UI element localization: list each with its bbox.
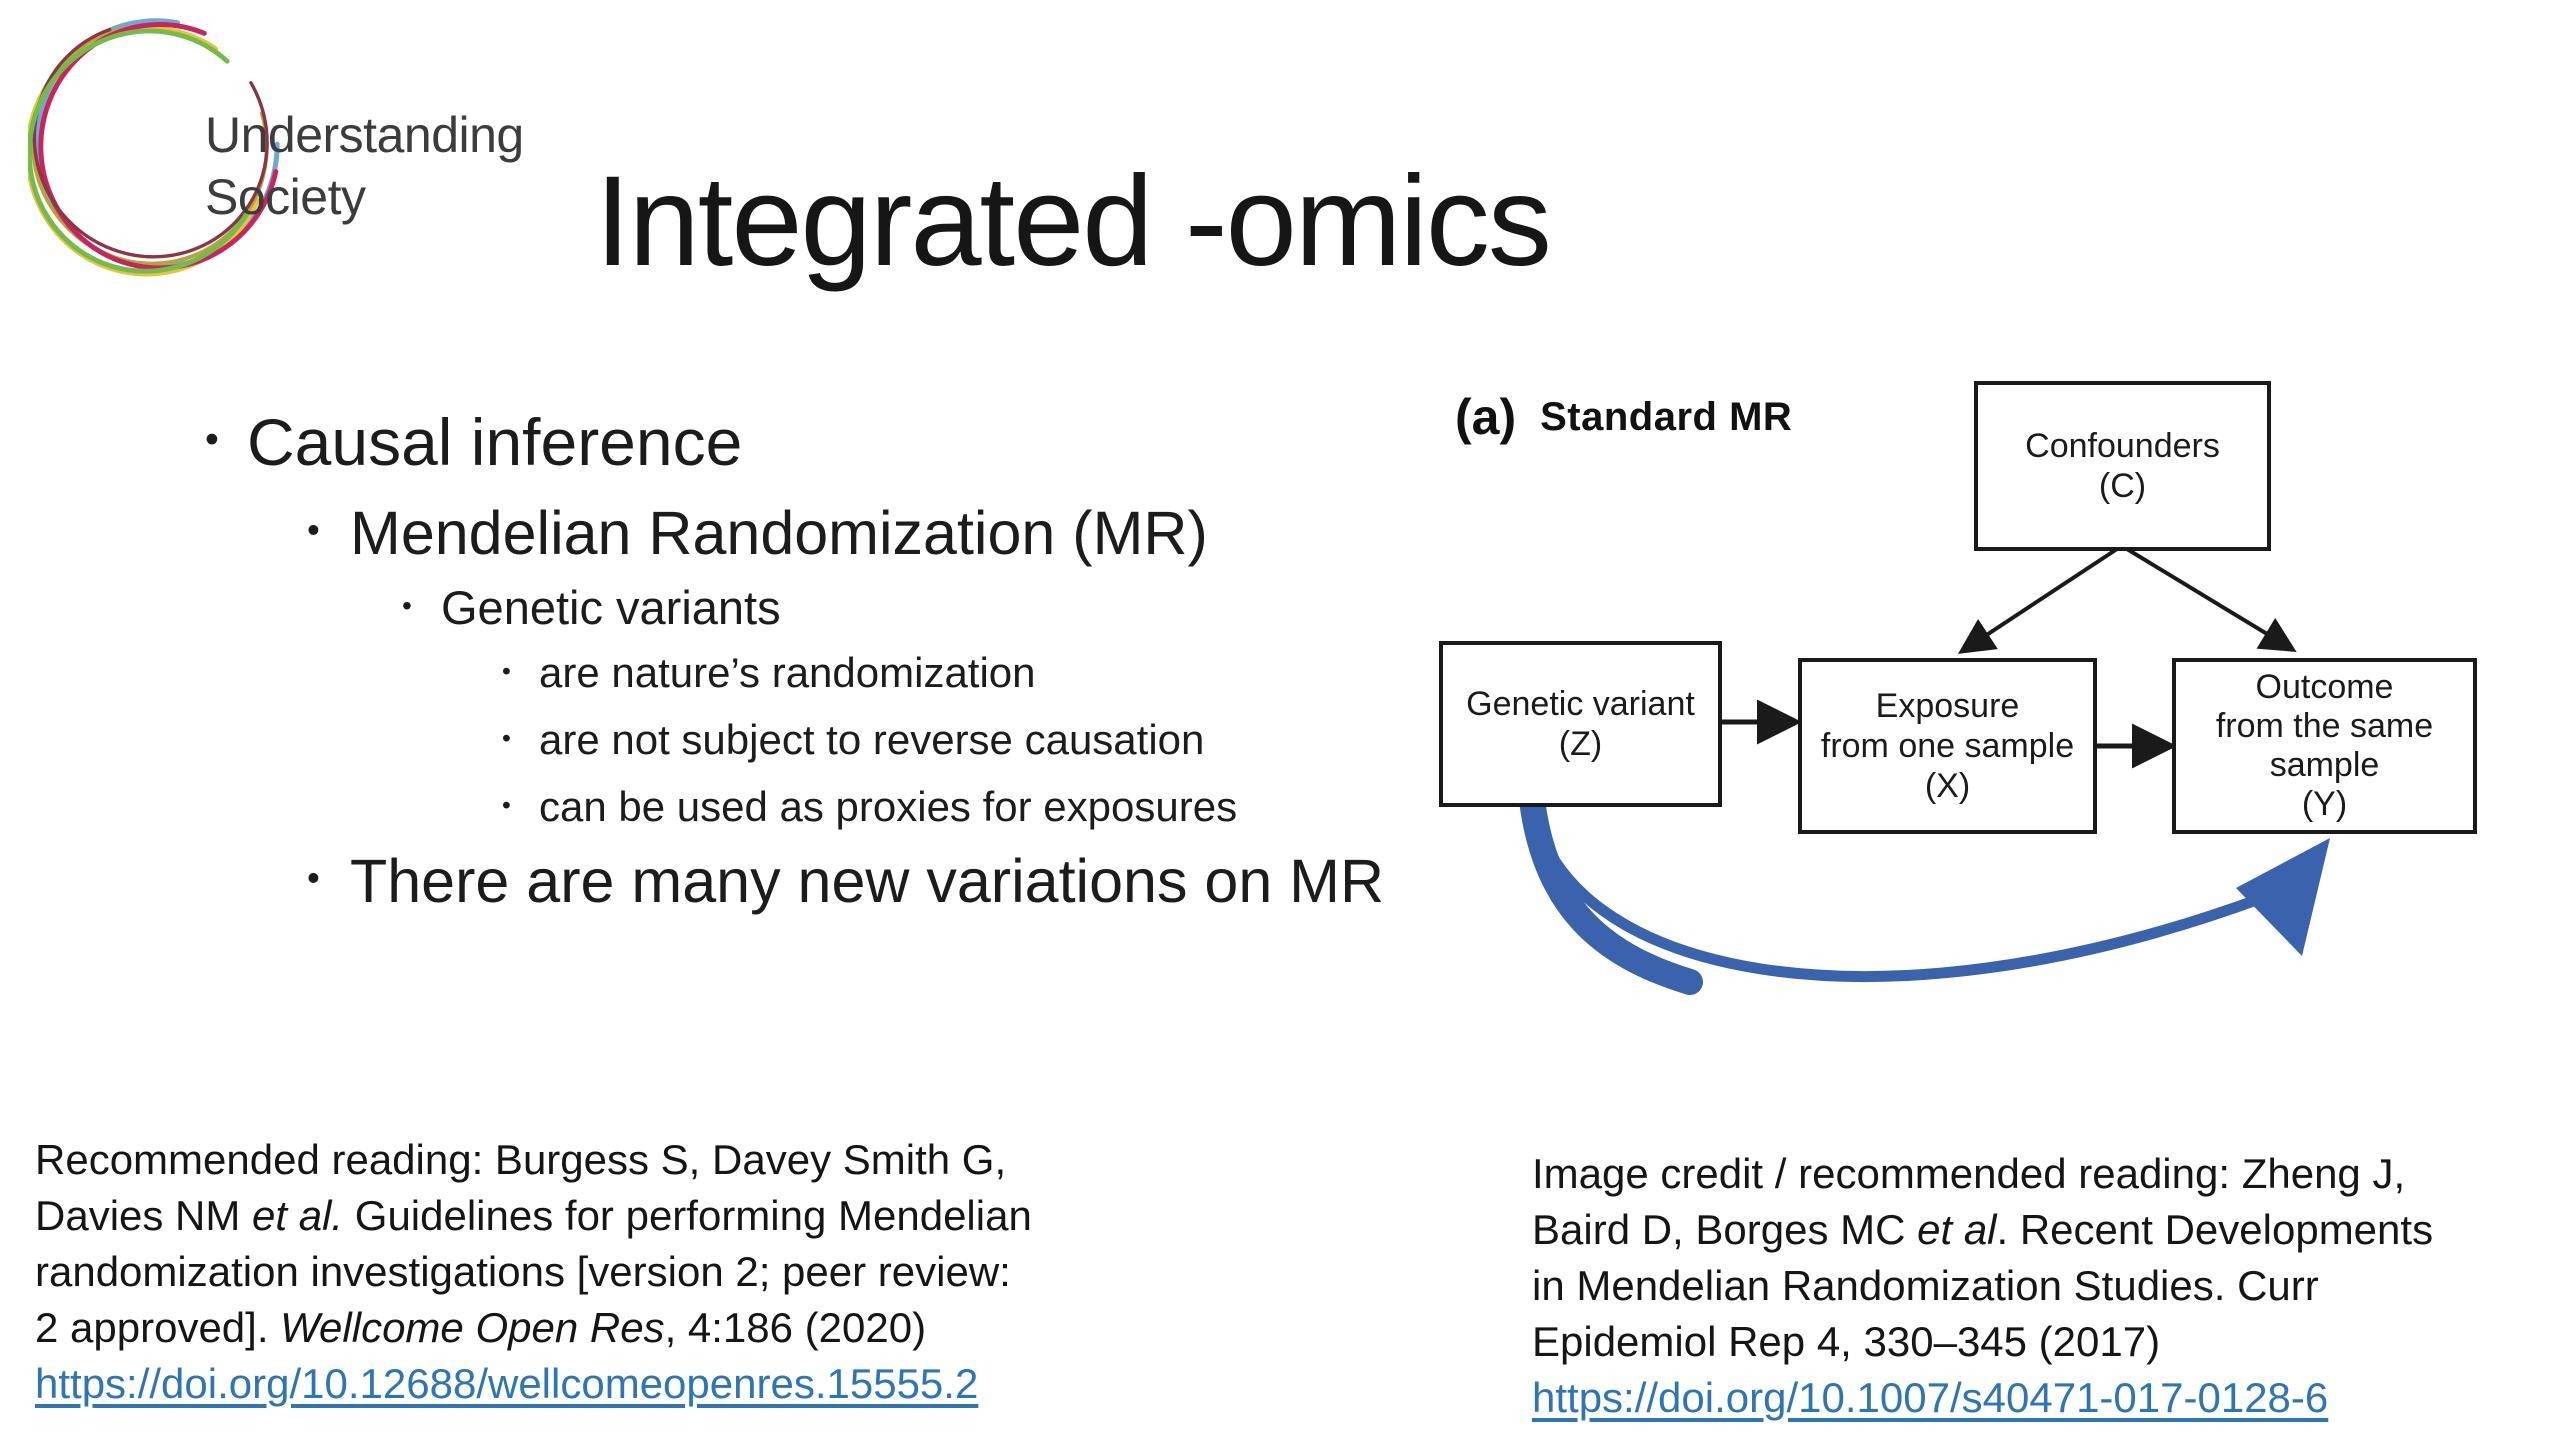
reference-text: . Recent Developments	[1996, 1206, 2434, 1253]
bullet-mendelian-randomization: • Mendelian Randomization (MR)	[307, 498, 1208, 568]
bullet-text: Causal inference	[247, 405, 743, 479]
box-text: Exposure	[1875, 687, 2020, 725]
bullet-marker: •	[307, 857, 320, 899]
outcome-box	[2172, 658, 2477, 834]
reference-line: randomization investigations [version 2;…	[35, 1244, 1032, 1300]
reference-text-italic: Wellcome Open Res	[280, 1304, 665, 1351]
blue-causal-arrowhead	[2236, 838, 2330, 956]
page-title: Integrated -omics	[595, 150, 1552, 293]
diagram-panel-label: (a) Standard MR	[1455, 388, 1792, 446]
reference-line: in Mendelian Randomization Studies. Curr	[1532, 1258, 2433, 1314]
confounders-label: Confounders (C)	[1976, 383, 2269, 549]
reference-text: Baird D, Borges MC	[1532, 1206, 1918, 1253]
confounder-to-outcome-arrow	[2125, 547, 2297, 652]
bullet-text: There are many new variations on MR	[350, 847, 1385, 915]
reference-text: , 4:186 (2020)	[664, 1304, 927, 1351]
reference-line: https://doi.org/10.12688/wellcomeopenres…	[35, 1356, 1032, 1412]
reference-text: Guidelines for performing Mendelian	[343, 1192, 1032, 1239]
bullet-text: can be used as proxies for exposures	[539, 783, 1238, 830]
outcome-label: Outcome from the same sample (Y)	[2174, 660, 2475, 832]
panel-letter: (a)	[1455, 389, 1517, 445]
reference-right: Image credit / recommended reading: Zhen…	[1532, 1146, 2433, 1426]
reference-line: Davies NM et al. Guidelines for performi…	[35, 1188, 1032, 1244]
reference-text: Recommended reading: Burgess S, Davey Sm…	[35, 1136, 1007, 1183]
reference-line: https://doi.org/10.1007/s40471-017-0128-…	[1532, 1370, 2433, 1426]
understanding-society-logo-icon	[28, 18, 280, 277]
box-text: from one sample	[1820, 727, 2075, 765]
logo-wordmark: Understanding Society	[205, 104, 524, 228]
exposure-box	[1798, 658, 2097, 834]
box-text: (Z)	[1558, 725, 1603, 763]
bullet-marker: •	[502, 656, 511, 685]
box-text: (X)	[1924, 767, 1971, 805]
box-text: from the same	[2215, 707, 2434, 745]
reference-text: Epidemiol Rep 4, 330–345 (2017)	[1532, 1318, 2161, 1365]
reference-text-italic: et al	[1917, 1206, 1997, 1253]
confounder-to-exposure-arrow	[1957, 547, 2119, 654]
genetic-variant-box	[1439, 641, 1722, 807]
blue-causal-arrow-tail	[1519, 787, 1703, 995]
blue-causal-arrow-curve	[1526, 796, 2268, 982]
box-text: sample	[2269, 746, 2380, 784]
box-text: Genetic variant	[1466, 685, 1695, 723]
bullet-causal-inference: • Causal inference	[205, 404, 742, 480]
bullet-marker: •	[402, 589, 412, 622]
reference-line: 2 approved]. Wellcome Open Res, 4:186 (2…	[35, 1300, 1032, 1356]
reference-text: in Mendelian Randomization Studies. Curr	[1532, 1262, 2319, 1309]
box-text: (Y)	[2301, 785, 2348, 823]
bullet-marker: •	[502, 723, 511, 752]
reference-text: 2 approved].	[35, 1304, 281, 1351]
reference-line: Recommended reading: Burgess S, Davey Sm…	[35, 1132, 1032, 1188]
reference-text-italic: et al.	[252, 1192, 344, 1239]
box-text: (C)	[2098, 467, 2147, 505]
bullet-natures-randomization: • are nature’s randomization	[502, 649, 1036, 697]
logo-word-line1: Understanding	[205, 107, 524, 163]
bullet-text: are nature’s randomization	[539, 649, 1036, 696]
reference-line: Baird D, Borges MC et al. Recent Develop…	[1532, 1202, 2433, 1258]
confounders-box	[1974, 381, 2271, 551]
exposure-label: Exposure from one sample (X)	[1800, 660, 2095, 832]
bullet-genetic-variants: • Genetic variants	[402, 580, 781, 635]
bullet-reverse-causation: • are not subject to reverse causation	[502, 716, 1204, 764]
doi-link-wellcome[interactable]: https://doi.org/10.12688/wellcomeopenres…	[35, 1360, 979, 1407]
bullet-text: Genetic variants	[441, 581, 781, 634]
genetic-variant-label: Genetic variant (Z)	[1441, 643, 1720, 805]
bullet-text: Mendelian Randomization (MR)	[350, 499, 1208, 567]
bullet-marker: •	[205, 416, 219, 461]
bullet-variations-on-mr: • There are many new variations on MR	[307, 846, 1384, 916]
box-text: Outcome	[2255, 668, 2394, 706]
panel-title: Standard MR	[1540, 395, 1793, 439]
reference-text: randomization investigations [version 2;…	[35, 1248, 1011, 1295]
reference-text: Davies NM	[35, 1192, 253, 1239]
bullet-marker: •	[502, 790, 511, 819]
mr-diagram	[1439, 381, 2477, 995]
reference-left: Recommended reading: Burgess S, Davey Sm…	[35, 1132, 1032, 1412]
bullet-proxies-for-exposures: • can be used as proxies for exposures	[502, 783, 1237, 831]
logo-word-line2: Society	[205, 169, 366, 225]
reference-line: Epidemiol Rep 4, 330–345 (2017)	[1532, 1314, 2433, 1370]
bullet-text: are not subject to reverse causation	[539, 716, 1205, 763]
reference-text: Image credit / recommended reading: Zhen…	[1532, 1150, 2406, 1197]
logo-ring-maroon-icon	[32, 27, 269, 259]
bullet-marker: •	[307, 509, 320, 551]
reference-line: Image credit / recommended reading: Zhen…	[1532, 1146, 2433, 1202]
box-text: Confounders	[2025, 427, 2220, 465]
logo-ring-green-icon	[28, 28, 250, 274]
doi-link-curr-epidemiol[interactable]: https://doi.org/10.1007/s40471-017-0128-…	[1532, 1374, 2329, 1421]
